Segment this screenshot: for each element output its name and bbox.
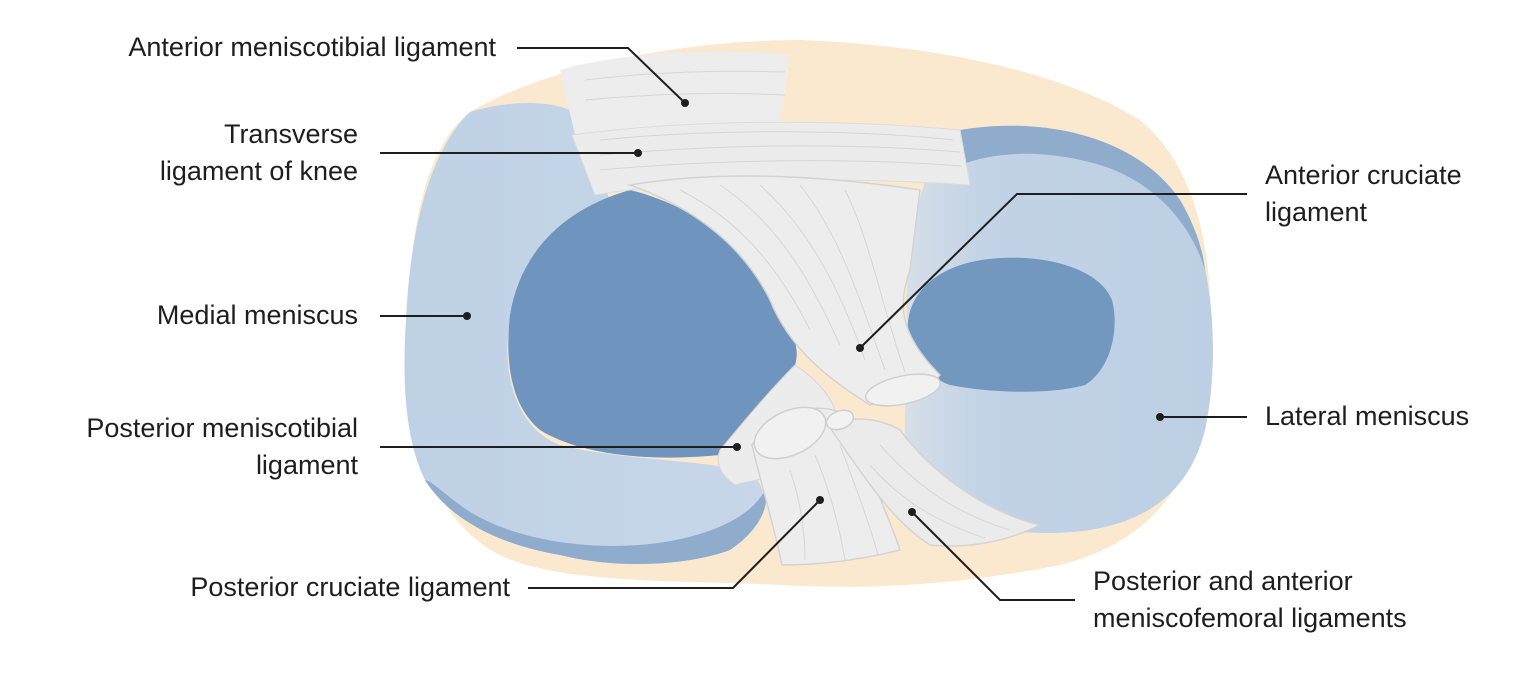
label-meniscofemoral-ligaments: Posterior and anterior meniscofemoral li… (1093, 563, 1513, 637)
label-lateral-meniscus: Lateral meniscus (1265, 398, 1525, 435)
leader-lines (380, 47, 1247, 601)
leader-meniscofemoral (911, 511, 1075, 601)
pcl-end (753, 406, 827, 460)
label-anterior-meniscotibial-ligament: Anterior meniscotibial ligament (40, 29, 496, 66)
ligament-fibres (584, 70, 1011, 561)
label-line: Posterior meniscotibial (86, 413, 358, 443)
label-medial-meniscus: Medial meniscus (60, 297, 358, 334)
acl-end (864, 373, 942, 407)
label-line: Posterior and anterior (1093, 566, 1353, 596)
label-line: meniscofemoral ligaments (1093, 603, 1407, 633)
label-line: ligament (1265, 197, 1368, 227)
label-line: Anterior meniscotibial ligament (128, 32, 496, 62)
label-line: Transverse (223, 119, 358, 149)
label-line: ligament (255, 450, 358, 480)
label-posterior-cruciate-ligament: Posterior cruciate ligament (100, 569, 510, 606)
leader-anterior-cruciate (859, 193, 1247, 349)
label-transverse-ligament: Transverse ligament of knee (60, 116, 358, 190)
label-line: Lateral meniscus (1265, 401, 1470, 431)
lateral-meniscus-rim (960, 125, 1205, 270)
label-line: Anterior cruciate (1265, 160, 1462, 190)
lateral-condyle (907, 257, 1115, 392)
label-line: Medial meniscus (156, 300, 358, 330)
meniscofemoral-ligaments-shape (826, 418, 1043, 547)
label-line: Posterior cruciate ligament (190, 572, 510, 602)
mfl-end (825, 409, 855, 431)
label-anterior-cruciate-ligament: Anterior cruciate ligament (1265, 157, 1525, 231)
leader-posterior-cruciate (528, 499, 821, 589)
medial-meniscus-rim (425, 480, 767, 565)
leader-anterior-meniscotibial (517, 47, 686, 104)
medial-meniscus-shape (404, 103, 764, 565)
label-posterior-meniscotibial-ligament: Posterior meniscotibial ligament (20, 410, 358, 484)
medial-condyle (508, 190, 797, 458)
leader-dots (463, 99, 1164, 516)
label-line: ligament of knee (159, 156, 358, 186)
